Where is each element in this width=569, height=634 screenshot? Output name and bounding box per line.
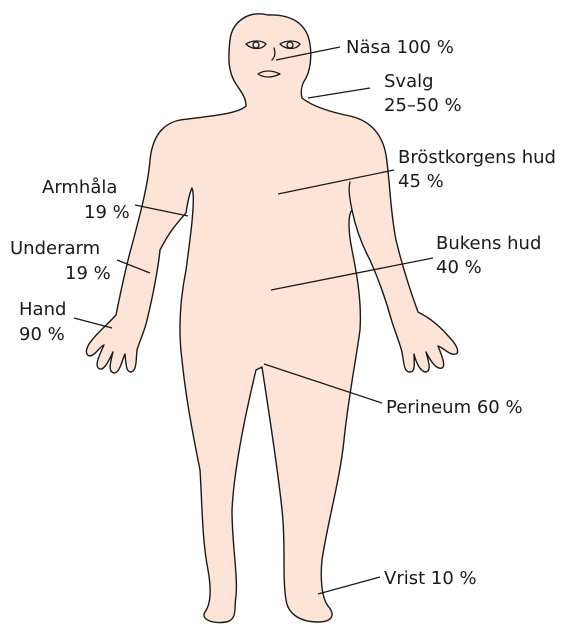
bukens-label: Bukens hud xyxy=(436,233,541,254)
hand-leader xyxy=(74,318,112,328)
bukens-value: 40 % xyxy=(436,257,482,278)
underarm-label: Underarm xyxy=(10,238,100,259)
armhala-value: 19 % xyxy=(84,202,130,223)
vrist-label: Vrist 10 % xyxy=(384,568,477,589)
nasa-label: Näsa 100 % xyxy=(346,37,454,58)
armhala-label: Armhåla xyxy=(42,177,117,198)
vrist-leader xyxy=(318,577,380,594)
hand-label: Hand xyxy=(19,299,66,320)
brostkorg-label: Bröstkorgens hud xyxy=(398,147,556,168)
svalg-leader xyxy=(308,88,370,98)
hand-value: 90 % xyxy=(19,324,65,345)
brostkorg-value: 45 % xyxy=(398,171,444,192)
svalg-value: 25–50 % xyxy=(384,95,462,116)
underarm-value: 19 % xyxy=(65,263,111,284)
svalg-label: Svalg xyxy=(384,71,434,92)
perineum-label: Perineum 60 % xyxy=(386,397,523,418)
